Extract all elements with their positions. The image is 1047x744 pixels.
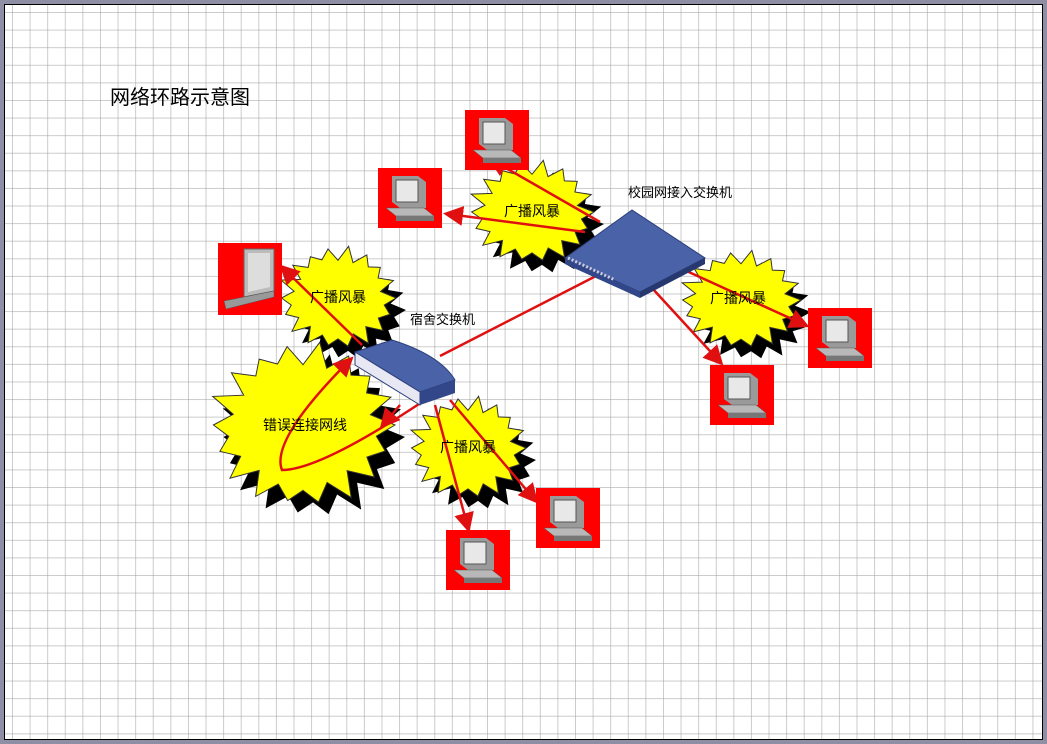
arrow-to-pc1 xyxy=(487,157,601,224)
computer-5[interactable] xyxy=(535,487,601,549)
diagram-title: 网络环路示意图 xyxy=(110,85,250,109)
arrow-to-pc5 xyxy=(449,399,539,504)
wrong-cable-label: 错误连接网线 xyxy=(263,417,347,434)
storm-label: 广播风暴 xyxy=(310,290,366,306)
loop-cable xyxy=(279,356,426,472)
storm-label: 广播风暴 xyxy=(504,204,560,220)
dorm-switch-label: 宿舍交换机 xyxy=(410,312,475,328)
storm-burst xyxy=(409,395,536,509)
dorm-switch[interactable] xyxy=(353,339,456,406)
wrong-cable-burst xyxy=(211,341,405,515)
campus-switch-label: 校园网接入交换机 xyxy=(628,185,732,201)
computer-6[interactable] xyxy=(445,529,511,591)
storm-burst xyxy=(279,245,406,359)
uplink-cable xyxy=(439,274,597,358)
loop-arrow xyxy=(379,404,401,429)
computer-2[interactable] xyxy=(377,167,443,229)
storm-burst xyxy=(469,159,604,273)
campus-switch[interactable] xyxy=(564,209,706,298)
arrow-to-pc6 xyxy=(433,404,474,533)
computer-3[interactable] xyxy=(807,307,873,369)
computer-4[interactable] xyxy=(709,364,775,426)
arrow-to-laptop xyxy=(279,264,363,346)
arrow-to-pc4 xyxy=(651,287,724,366)
links xyxy=(279,157,810,533)
computer-1[interactable] xyxy=(464,109,530,171)
storm-label: 广播风暴 xyxy=(710,291,766,307)
arrow-to-pc2 xyxy=(443,206,586,234)
arrow-to-pc3 xyxy=(679,266,810,328)
laptop[interactable] xyxy=(217,242,283,316)
storm-label: 广播风暴 xyxy=(440,440,496,456)
